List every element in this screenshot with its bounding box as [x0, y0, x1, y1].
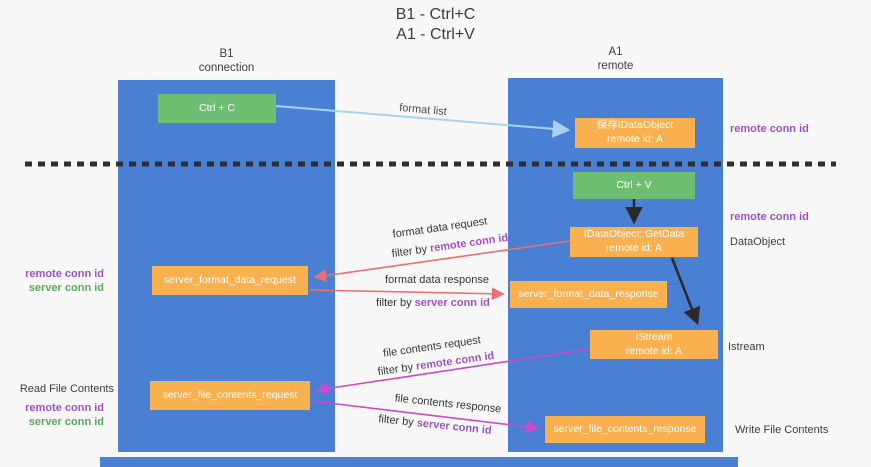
annotation-server-conn-id-bottom-left: server conn id: [28, 416, 104, 428]
label-filter-by-server-1: filter by server conn id: [376, 297, 490, 309]
annotation-server-conn-id-mid-left: server conn id: [28, 282, 104, 294]
lane-left-name: B1: [219, 48, 234, 60]
box-save-idataobject: 保存IDataObject remote id: A: [575, 118, 695, 148]
box-ctrl-c-label: Ctrl + C: [199, 101, 235, 114]
box-istream-line1: IStream: [635, 330, 673, 343]
label-filter-by-server-2: filter by server conn id: [378, 413, 492, 437]
box-ctrl-v-label: Ctrl + V: [616, 178, 652, 191]
annotation-remote-conn-id-top-right: remote conn id: [730, 123, 809, 135]
lane-header-left: B1 connection: [118, 48, 335, 76]
box-ctrl-c: Ctrl + C: [158, 94, 276, 123]
box-server-format-data-response-label: server_format_data_response: [518, 287, 659, 300]
lane-right-name: A1: [608, 46, 623, 58]
annotation-write-file-contents: Write File Contents: [735, 424, 829, 436]
box-istream-line2: remote id: A: [625, 344, 683, 357]
lane-header-right: A1 remote: [508, 46, 723, 74]
lane-bottom-strip: [100, 457, 738, 467]
box-save-idataobject-line1: 保存IDataObject: [596, 119, 674, 132]
lane-left-role: connection: [198, 61, 255, 74]
label-filter-by-text: filter by: [377, 360, 417, 379]
box-server-file-contents-response: server_file_contents_response: [545, 416, 705, 443]
box-server-file-contents-response-label: server_file_contents_response: [553, 422, 697, 435]
box-save-idataobject-line2: remote id: A: [606, 133, 664, 145]
label-server-conn-id-text: server conn id: [414, 297, 490, 309]
label-filter-by-text: filter by: [391, 242, 431, 261]
box-server-format-data-request-label: server_format_data_request: [164, 273, 296, 286]
label-filter-by-text: filter by: [376, 297, 415, 309]
annotation-remote-conn-id-bottom-left: remote conn id: [25, 402, 104, 414]
box-server-format-data-request: server_format_data_request: [152, 266, 308, 295]
annotation-read-file-contents: Read File Contents: [19, 383, 114, 395]
annotation-remote-conn-id-mid-left: remote conn id: [25, 268, 104, 280]
diagram-title: B1 - Ctrl+C A1 - Ctrl+V: [0, 5, 871, 45]
label-remote-conn-id-text: remote conn id: [429, 231, 509, 255]
annotation-istream: Istream: [728, 341, 765, 353]
box-istream: IStream remote id: A: [590, 330, 718, 359]
label-file-contents-response: file contents response: [394, 392, 502, 416]
box-ctrl-v: Ctrl + V: [573, 172, 695, 199]
lane-right-role: remote: [597, 59, 634, 72]
annotation-dataobject: DataObject: [730, 236, 786, 248]
label-filter-by-text: filter by: [377, 413, 418, 430]
box-server-file-contents-request: server_file_contents_request: [150, 381, 310, 410]
title-line-2: A1 - Ctrl+V: [396, 26, 475, 43]
box-idataobject-getdata-line2: remote id: A: [605, 242, 663, 254]
annotation-remote-conn-id-mid-right: remote conn id: [730, 211, 809, 223]
box-idataobject-getdata: IDataObject::GetData remote id: A: [570, 227, 698, 257]
box-idataobject-getdata-line1: IDataObject::GetData: [583, 228, 685, 241]
arrow-format-data-response: [309, 287, 505, 301]
label-format-list: format list: [398, 101, 448, 119]
box-server-file-contents-request-label: server_file_contents_request: [162, 388, 298, 401]
title-line-1: B1 - Ctrl+C: [395, 6, 476, 23]
box-server-format-data-response: server_format_data_response: [510, 281, 667, 308]
label-server-conn-id-text: server conn id: [416, 417, 493, 437]
label-format-data-response: format data response: [385, 274, 489, 286]
